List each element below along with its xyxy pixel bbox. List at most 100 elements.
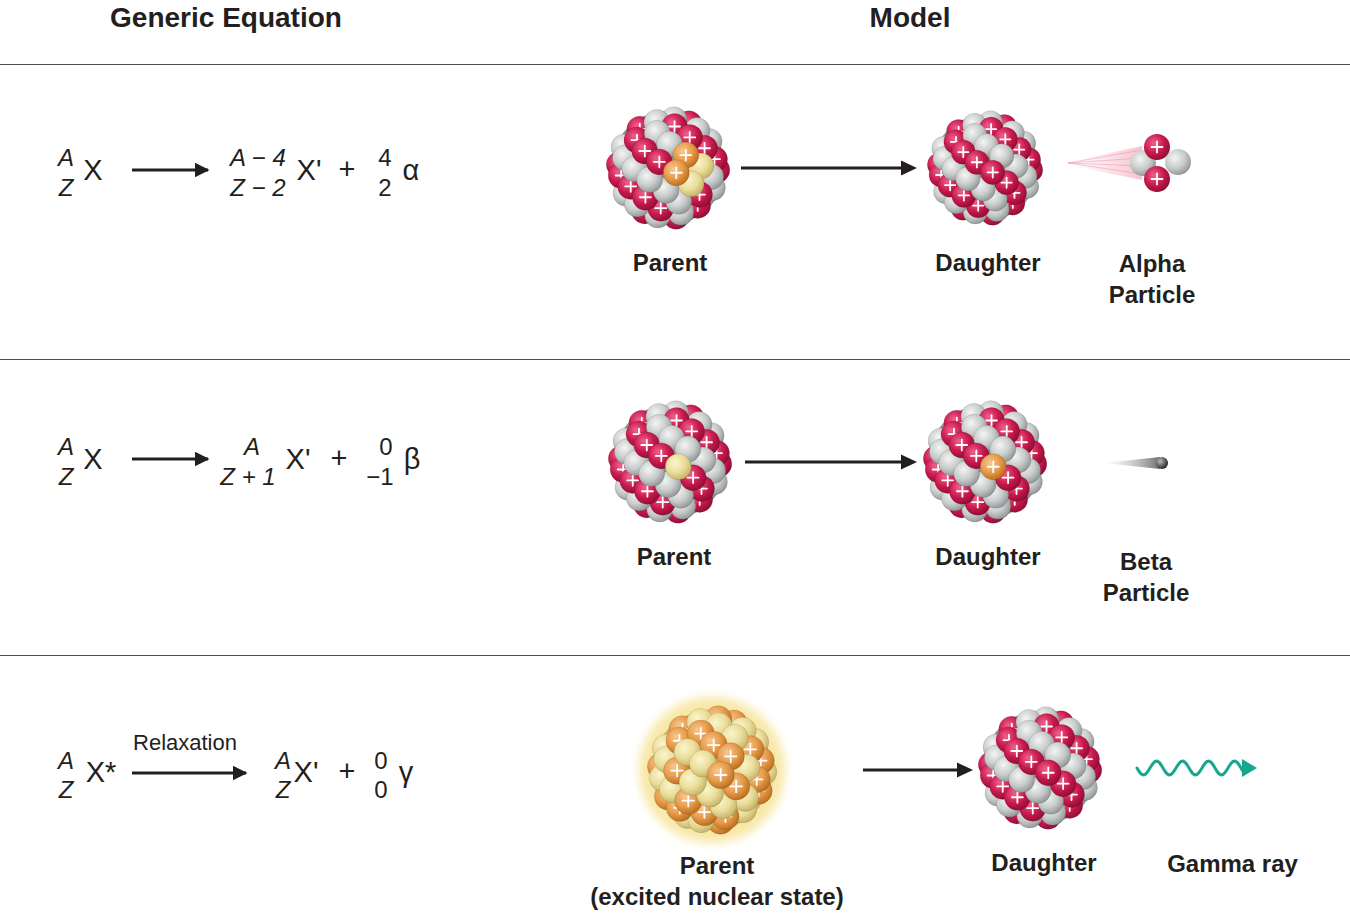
- proton-charge: [988, 167, 998, 177]
- proton-charge: [971, 450, 982, 461]
- nucleus-node: Daughter: [923, 104, 1053, 282]
- nucleus-illustration: [927, 111, 1042, 226]
- proton-charge: [642, 486, 653, 497]
- proton-charge: [972, 157, 982, 167]
- equation-symbol: X: [83, 155, 102, 187]
- node-label: Daughter: [935, 541, 1040, 572]
- equation-symbol: 0: [374, 777, 387, 803]
- nucleus-illustration: [923, 401, 1047, 524]
- beta-particle-symbol: [1103, 457, 1168, 469]
- node-label: (excited nuclear state): [590, 881, 843, 912]
- equation-symbol: −1: [366, 464, 393, 490]
- gamma-wave-line: [1137, 761, 1243, 775]
- proton-charge: [680, 150, 691, 161]
- proton-charge: [725, 751, 736, 762]
- proton-charge: [973, 200, 983, 210]
- reaction-arrow: [863, 763, 973, 778]
- node-label: Daughter: [935, 247, 1040, 278]
- column-heading: Model: [870, 3, 951, 34]
- equation-symbol: α: [403, 155, 420, 187]
- nucleus-illustration: [639, 697, 785, 843]
- proton-charge: [1012, 792, 1023, 803]
- nucleus-node: Alpha Particle: [1091, 130, 1213, 314]
- equation-symbol: 2: [378, 175, 391, 201]
- proton: [1144, 134, 1170, 160]
- arrow-head: [901, 161, 917, 176]
- equation-symbol: +: [331, 443, 348, 475]
- nucleus-node: Gamma ray: [1161, 745, 1304, 883]
- proton-charge: [683, 795, 694, 806]
- proton-charge: [655, 203, 666, 214]
- proton-charge: [986, 124, 996, 134]
- proton-charge: [986, 415, 997, 426]
- node-label: Beta Particle: [1091, 546, 1201, 608]
- equation-symbol: 4: [378, 145, 391, 171]
- proton-charge: [654, 156, 665, 167]
- excitation-glow: [639, 697, 785, 843]
- equation-symbol: X: [83, 444, 102, 476]
- equation-symbol: Z: [59, 464, 74, 490]
- proton-charge: [656, 450, 667, 461]
- arrow-head: [957, 763, 973, 778]
- proton-charge: [1152, 142, 1163, 153]
- proton-charge: [1043, 767, 1054, 778]
- proton-charge: [640, 192, 651, 203]
- equation-symbol: A: [58, 145, 74, 171]
- gamma-wave-head: [1242, 759, 1257, 777]
- arrow-shaft: [745, 461, 904, 464]
- equation-symbol: Z: [276, 777, 291, 803]
- neutron: [1165, 149, 1191, 175]
- neutron: [665, 454, 691, 480]
- arrow-shaft: [863, 769, 960, 772]
- equation-symbol: Z − 2: [230, 175, 285, 201]
- equation-symbol: X': [297, 155, 322, 187]
- nucleus-group: [606, 107, 1191, 843]
- reaction-arrow: [745, 455, 917, 470]
- proton-charge: [686, 426, 697, 437]
- proton-charge: [1001, 426, 1012, 437]
- nucleus-node: Beta Particle: [1085, 440, 1207, 612]
- proton-charge: [957, 486, 968, 497]
- proton-charge: [684, 132, 695, 143]
- proton-charge: [988, 461, 999, 472]
- nucleus-core: [932, 115, 1038, 221]
- equation-symbol: 0: [374, 748, 387, 774]
- nucleus-illustration: [608, 401, 732, 524]
- node-label: Daughter: [991, 847, 1096, 878]
- proton-charge: [1026, 756, 1037, 767]
- nucleus-illustration: [606, 107, 730, 230]
- proton-charge: [1000, 134, 1010, 144]
- nucleus-core: [652, 710, 772, 830]
- proton: [1144, 166, 1170, 192]
- node-label: Parent: [680, 850, 755, 881]
- proton-charge: [671, 415, 682, 426]
- equation-symbol: A − 4: [230, 145, 286, 171]
- node-label: Alpha Particle: [1097, 248, 1207, 310]
- proton-charge: [959, 190, 969, 200]
- equation-symbol: X': [294, 757, 319, 789]
- equation-symbol: X*: [86, 757, 117, 789]
- proton-charge: [972, 497, 983, 508]
- proton-charge: [1041, 721, 1052, 732]
- alpha-particle-symbol: [1130, 134, 1191, 192]
- proton-charge: [671, 167, 682, 178]
- row-divider: [0, 65, 1350, 656]
- nucleus-node: Parent: [605, 100, 735, 282]
- equation-symbol: A: [275, 748, 291, 774]
- equation-symbol: X': [286, 444, 311, 476]
- reaction-arrow: [741, 161, 917, 176]
- proton: [707, 761, 734, 788]
- proton-charge: [1152, 174, 1163, 185]
- proton-charge: [669, 121, 680, 132]
- equation-symbol: β: [404, 444, 421, 476]
- equation-symbol: +: [339, 154, 356, 186]
- nucleus-core: [983, 711, 1097, 825]
- nucleus-core: [613, 405, 727, 519]
- equation-symbol: Z: [59, 777, 74, 803]
- equation-symbol: Z + 1: [220, 464, 275, 490]
- proton-charge: [1027, 803, 1038, 814]
- arrow-head: [901, 455, 917, 470]
- nucleus-node: Daughter: [979, 700, 1109, 882]
- nucleus-node: Daughter: [923, 394, 1053, 576]
